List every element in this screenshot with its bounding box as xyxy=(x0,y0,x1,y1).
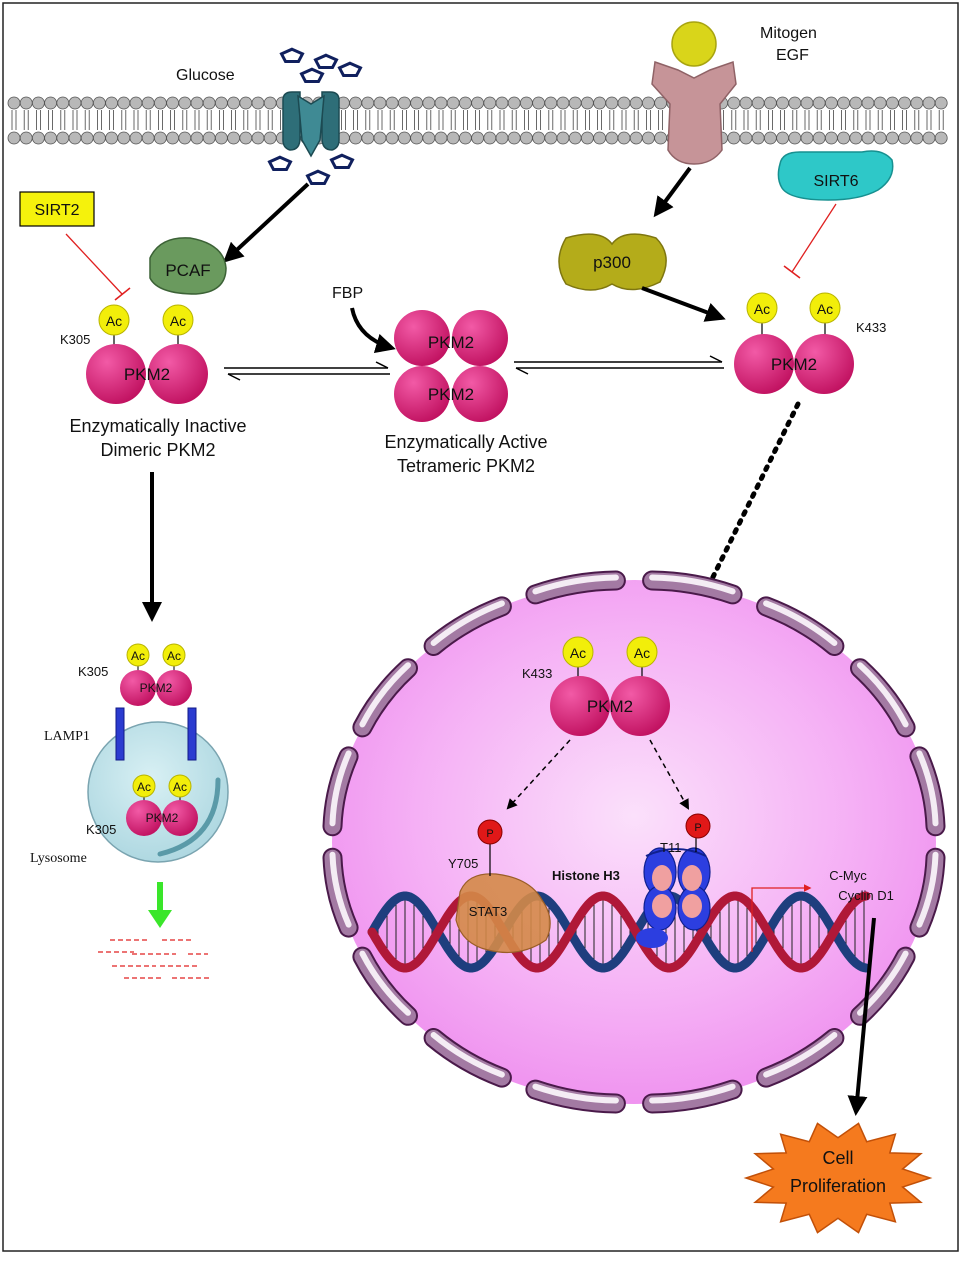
sirt2-inhibition xyxy=(65,233,131,301)
ac-label: Ac xyxy=(167,649,181,663)
proliferation-label: Proliferation xyxy=(790,1176,886,1196)
ac-label: Ac xyxy=(754,301,770,317)
sirt6-shape xyxy=(777,150,894,201)
cell-membrane xyxy=(7,96,948,145)
degraded-peptide-fragments xyxy=(98,939,212,979)
glucose-molecules xyxy=(267,47,363,185)
p300-shape xyxy=(558,233,667,291)
green-degradation-arrow xyxy=(148,882,172,928)
receptor-to-p300-arrow xyxy=(653,166,692,218)
sirt2-label: SIRT2 xyxy=(34,202,79,219)
ac-label: Ac xyxy=(634,645,650,661)
dimeric-label: Dimeric PKM2 xyxy=(100,440,215,460)
dimeric-pkm2-k433: Ac Ac PKM2 xyxy=(734,292,854,394)
cell-proliferation-burst xyxy=(743,1122,933,1234)
pkm2-docking-lysosome: Ac Ac PKM2 xyxy=(120,643,192,706)
ac-label: Ac xyxy=(137,780,151,794)
lysosome-membrane-highlight xyxy=(157,777,221,857)
phospho-label: P xyxy=(694,822,701,834)
pkm2-to-histone-arrow xyxy=(649,739,690,810)
egf-label: EGF xyxy=(776,47,809,64)
fbp-arrow xyxy=(350,307,396,354)
k305-label: K305 xyxy=(86,822,116,837)
k433-label: K433 xyxy=(522,666,552,681)
lamp1-left xyxy=(115,707,125,761)
t11-label: T11 xyxy=(660,840,681,855)
pkm2-label: PKM2 xyxy=(428,385,474,404)
phospho-y705 xyxy=(477,819,503,845)
pcaf-label: PCAF xyxy=(165,261,210,280)
p300-label: p300 xyxy=(593,253,631,272)
tetrameric-label: Tetrameric PKM2 xyxy=(397,456,535,476)
histone-h3-label: Histone H3 xyxy=(552,868,620,883)
inactive-label: Enzymatically Inactive xyxy=(69,416,246,436)
pkm2-to-stat3-arrow xyxy=(506,739,571,810)
pkm2-label: PKM2 xyxy=(587,697,633,716)
y705-label: Y705 xyxy=(448,856,478,871)
p300-to-pkm2-arrow xyxy=(641,286,726,322)
equilibrium-arrows-left xyxy=(224,361,390,381)
egf-receptor xyxy=(651,60,737,165)
lamp1-right xyxy=(187,707,197,761)
gene-to-proliferation-arrow xyxy=(847,917,876,1116)
phospho-t11 xyxy=(685,813,711,839)
active-label: Enzymatically Active xyxy=(384,432,547,452)
sirt6-label: SIRT6 xyxy=(813,173,858,190)
stat3-label: STAT3 xyxy=(469,904,508,919)
ac-label: Ac xyxy=(570,645,586,661)
dimeric-pkm2-k305: Ac Ac PKM2 xyxy=(86,304,208,404)
pkm2-label: PKM2 xyxy=(124,365,170,384)
lysosome xyxy=(87,721,229,863)
ac-label: Ac xyxy=(817,301,833,317)
fbp-label: FBP xyxy=(332,285,363,302)
k433-label: K433 xyxy=(856,320,886,335)
sirt2-box xyxy=(19,191,95,227)
lysosome-label: Lysosome xyxy=(30,851,87,866)
tetrameric-pkm2: PKM2 PKM2 xyxy=(394,310,508,422)
pkm2-inside-lysosome: Ac Ac PKM2 xyxy=(126,774,198,836)
ac-label: Ac xyxy=(170,313,186,329)
cyclin-d1-label: Cyclin D1 xyxy=(838,888,894,903)
ac-label: Ac xyxy=(131,649,145,663)
k305-label: K305 xyxy=(78,664,108,679)
nucleus xyxy=(332,580,936,1104)
pkm2-label: PKM2 xyxy=(771,355,817,374)
transcription-start-arrow xyxy=(751,884,812,952)
pkm2-label: PKM2 xyxy=(146,811,179,825)
histone-h3 xyxy=(636,847,711,948)
glucose-to-pcaf-arrow xyxy=(223,182,310,263)
cmyc-label: C-Myc xyxy=(829,868,867,883)
equilibrium-arrows-right xyxy=(514,355,724,375)
pkm2-label: PKM2 xyxy=(428,333,474,352)
nuclear-envelope xyxy=(322,570,946,1114)
sirt6-inhibition xyxy=(783,203,837,279)
pkm2-label: PKM2 xyxy=(140,681,173,695)
cell-label: Cell xyxy=(822,1148,853,1168)
phospho-label: P xyxy=(486,828,493,840)
nuclear-pkm2-k433: Ac Ac PKM2 xyxy=(550,636,670,736)
pcaf-shape xyxy=(149,237,227,295)
egf-ligand xyxy=(671,21,717,67)
glucose-label: Glucose xyxy=(176,67,235,84)
stat3-shape xyxy=(455,873,551,953)
mitogen-label: Mitogen xyxy=(760,25,817,42)
glucose-transporter xyxy=(282,91,340,158)
lamp1-label: LAMP1 xyxy=(44,729,90,744)
ac-label: Ac xyxy=(106,313,122,329)
k305-label: K305 xyxy=(60,332,90,347)
ac-label: Ac xyxy=(173,780,187,794)
